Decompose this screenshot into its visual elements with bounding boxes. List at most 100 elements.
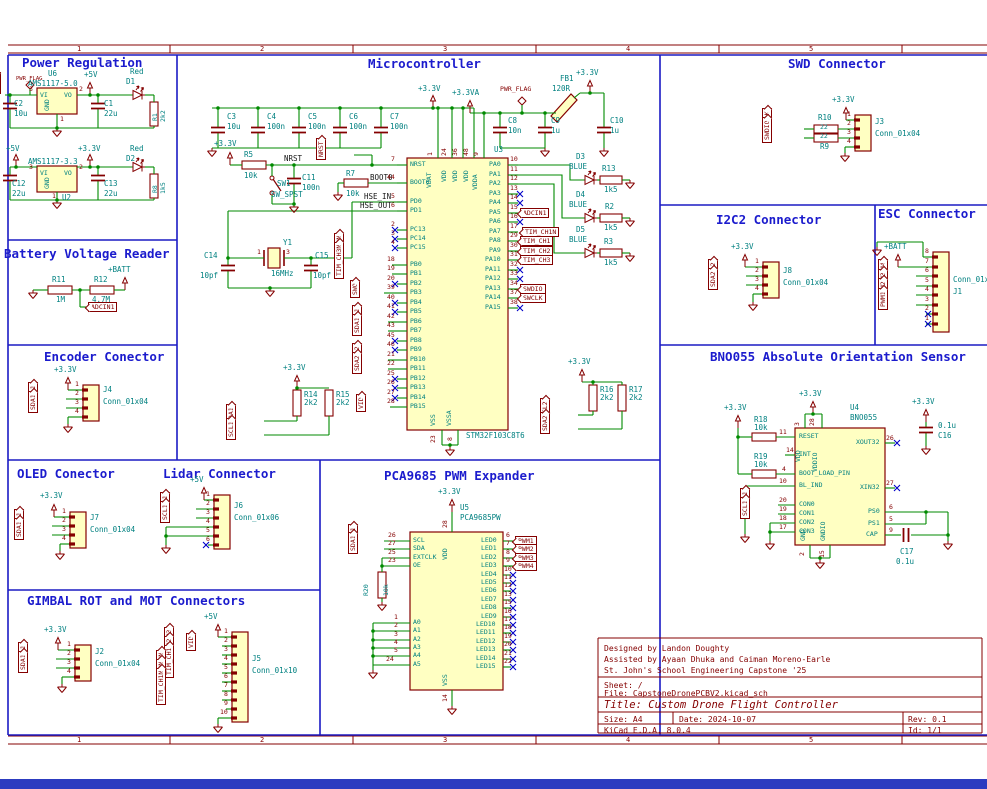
- schematic-text: +3.3V: [576, 68, 599, 77]
- schematic-text: 0.1u: [896, 557, 915, 566]
- schematic-text: 20: [387, 274, 395, 282]
- schematic-text: 3: [29, 85, 33, 93]
- schematic-text: 9: [472, 152, 480, 156]
- schematic-text: SCL: [413, 536, 425, 544]
- schematic-text: +BATT: [884, 242, 907, 251]
- schematic-text: 22: [387, 359, 395, 367]
- schematic-text: 100n: [267, 122, 286, 131]
- schematic-text: 10: [504, 565, 512, 573]
- schematic-text: 9: [506, 556, 510, 564]
- schematic-text: PB14: [410, 393, 426, 401]
- schematic-text: VDDIO: [811, 452, 819, 472]
- schematic-text: C9: [551, 116, 561, 125]
- schematic-text: R18: [754, 415, 768, 424]
- schematic-text: VSS: [441, 674, 449, 686]
- schematic-text: AMS1117-5.0: [28, 79, 78, 88]
- schematic-text: Conn_01x04: [103, 397, 149, 406]
- schematic-text: C4: [267, 112, 277, 121]
- schematic-text: D4: [576, 190, 586, 199]
- schematic-text: EXTCLK: [413, 553, 437, 561]
- schematic-text: C6: [349, 112, 359, 121]
- schematic-text: AMS1117-3.3: [28, 157, 78, 166]
- schematic-text: 18: [504, 623, 512, 631]
- schematic-text: LED12: [476, 637, 496, 645]
- schematic-text: C12: [12, 179, 26, 188]
- schematic-text: 1: [847, 110, 851, 118]
- schematic-text: VDD: [440, 170, 448, 182]
- schematic-text: 3: [443, 45, 448, 53]
- titleblock-rev: Rev: 0.1: [908, 715, 947, 724]
- schematic-text: 16MHz: [271, 269, 294, 278]
- schematic-text: 1M: [56, 295, 66, 304]
- schematic-text: +3.3V: [799, 389, 822, 398]
- schematic-text: J1: [953, 287, 963, 296]
- net-label-pwm1: PWM1: [878, 288, 888, 310]
- titleblock-title: Title: Custom Drone Flight Controller: [604, 699, 838, 711]
- schematic-text: 1k5: [604, 223, 618, 232]
- schematic-text: PA9: [489, 246, 501, 254]
- schematic-text: 1: [925, 314, 929, 322]
- schematic-text: 4: [755, 284, 759, 292]
- schematic-text: GNDIO: [819, 521, 827, 541]
- schematic-text: CAP: [866, 530, 878, 538]
- net-label-tim_ch3n: TIM_CH3N: [334, 241, 344, 279]
- net-label-sda1: SDA1: [348, 532, 358, 554]
- schematic-text: 45: [387, 331, 395, 339]
- schematic-text: 4: [67, 667, 71, 675]
- schematic-text: PWR_FLAG: [500, 85, 532, 93]
- schematic-text: 22: [504, 657, 512, 665]
- schematic-text: 32: [510, 260, 518, 268]
- schematic-text: Conn_01x04: [783, 278, 829, 287]
- schematic-text: 24: [386, 655, 394, 663]
- schematic-text: PB7: [410, 326, 422, 334]
- schematic-text: 7: [391, 155, 395, 163]
- schematic-text: C1: [104, 99, 114, 108]
- schematic-text: 2k2: [304, 398, 318, 407]
- schematic-text: A5: [413, 660, 421, 668]
- schematic-text: LED9: [481, 612, 497, 620]
- schematic-text: PS1: [868, 519, 880, 527]
- schematic-text: 46: [387, 340, 395, 348]
- schematic-text: 2: [67, 649, 71, 657]
- schematic-text: Y1: [283, 238, 293, 247]
- schematic-text: PB6: [410, 317, 422, 325]
- schematic-text: 11: [779, 428, 787, 436]
- schematic-text: 18: [779, 514, 787, 522]
- schematic-text: VDD: [451, 170, 459, 182]
- schematic-text: LED15: [476, 662, 496, 670]
- net-label-sda1: SDA1: [28, 391, 38, 413]
- schematic-text: 26: [886, 434, 894, 442]
- wire-layer: [5, 89, 949, 724]
- schematic-text: 22u: [104, 109, 118, 118]
- schematic-text: 2: [798, 552, 806, 556]
- schematic-text: 2k2: [629, 393, 643, 402]
- title-block-border: [597, 637, 983, 734]
- schematic-text: CON3: [799, 527, 815, 535]
- schematic-text: 23: [388, 556, 396, 564]
- schematic-text: 3: [206, 508, 210, 516]
- schematic-text: PA4: [489, 198, 501, 206]
- schematic-text: 1: [394, 613, 398, 621]
- schematic-text: BLUE: [569, 235, 588, 244]
- schematic-text: C16: [938, 431, 952, 440]
- schematic-text: 4: [62, 534, 66, 542]
- schematic-text: A4: [413, 651, 421, 659]
- schematic-text: HSE_IN: [364, 192, 392, 201]
- schematic-text: 4.7M: [92, 295, 111, 304]
- schematic-text: J2: [95, 647, 105, 656]
- schematic-text: PB15: [410, 402, 426, 410]
- schematic-text: 13: [510, 184, 518, 192]
- schematic-text: R11: [52, 275, 66, 284]
- schematic-text: R5: [244, 150, 254, 159]
- schematic-text: C14: [204, 251, 218, 260]
- schematic-text: LED4: [481, 570, 497, 578]
- schematic-text: 19: [387, 264, 395, 272]
- schematic-text: 4: [847, 137, 851, 145]
- schematic-text: 22: [820, 123, 828, 131]
- net-label-sda2: SDA2: [352, 352, 362, 374]
- schematic-text: LED0: [481, 536, 497, 544]
- schematic-text: PA1: [489, 170, 501, 178]
- schematic-text: LED2: [481, 553, 497, 561]
- schematic-text: XOUT32: [856, 438, 880, 446]
